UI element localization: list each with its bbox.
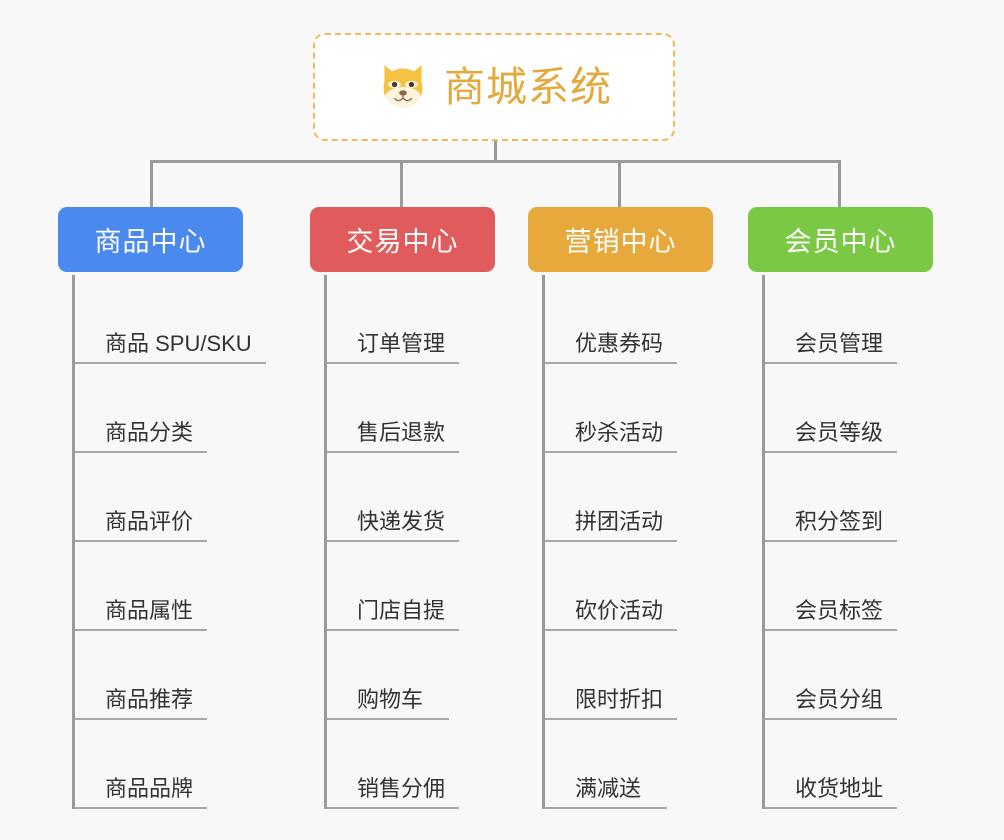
leaf-label: 砍价活动 xyxy=(545,598,678,631)
leaf-label: 商品分类 xyxy=(75,420,208,453)
leaf-label: 购物车 xyxy=(327,687,449,720)
list-item[interactable]: 商品 SPU/SKU xyxy=(75,275,278,364)
list-item[interactable]: 满减送 xyxy=(545,720,748,809)
list-item[interactable]: 会员等级 xyxy=(765,364,968,453)
leaf-label: 商品属性 xyxy=(75,598,208,631)
list-item[interactable]: 订单管理 xyxy=(327,275,530,364)
list-item[interactable]: 拼团活动 xyxy=(545,453,748,542)
leaf-label: 满减送 xyxy=(545,776,667,809)
leaf-label: 快递发货 xyxy=(327,509,460,542)
list-item[interactable]: 门店自提 xyxy=(327,542,530,631)
list-item[interactable]: 会员标签 xyxy=(765,542,968,631)
branch-leaf-list-1: 商品 SPU/SKU 商品分类 商品评价 商品属性 商品推荐 商品品牌 xyxy=(72,275,278,809)
list-item[interactable]: 会员分组 xyxy=(765,631,968,720)
list-item[interactable]: 优惠券码 xyxy=(545,275,748,364)
list-item[interactable]: 商品推荐 xyxy=(75,631,278,720)
branch-column-3: 营销中心 优惠券码 秒杀活动 拼团活动 砍价活动 限时折扣 满减送 xyxy=(528,207,748,809)
connector-drop-3 xyxy=(618,160,621,207)
leaf-label: 限时折扣 xyxy=(545,687,678,720)
shiba-dog-face-icon xyxy=(383,65,423,108)
list-item[interactable]: 会员管理 xyxy=(765,275,968,364)
leaf-label: 会员管理 xyxy=(765,331,898,364)
branch-header-3[interactable]: 营销中心 xyxy=(528,207,713,272)
list-item[interactable]: 收货地址 xyxy=(765,720,968,809)
leaf-label: 订单管理 xyxy=(327,331,460,364)
list-item[interactable]: 购物车 xyxy=(327,631,530,720)
leaf-label: 销售分佣 xyxy=(327,776,460,809)
list-item[interactable]: 销售分佣 xyxy=(327,720,530,809)
branch-header-2[interactable]: 交易中心 xyxy=(310,207,495,272)
list-item[interactable]: 商品品牌 xyxy=(75,720,278,809)
leaf-label: 秒杀活动 xyxy=(545,420,678,453)
leaf-label: 商品推荐 xyxy=(75,687,208,720)
connector-root-stem xyxy=(494,141,497,163)
list-item[interactable]: 商品分类 xyxy=(75,364,278,453)
branch-leaf-list-4: 会员管理 会员等级 积分签到 会员标签 会员分组 收货地址 xyxy=(762,275,968,809)
branch-leaf-list-3: 优惠券码 秒杀活动 拼团活动 砍价活动 限时折扣 满减送 xyxy=(542,275,748,809)
branch-header-4[interactable]: 会员中心 xyxy=(748,207,933,272)
branch-leaf-list-2: 订单管理 售后退款 快递发货 门店自提 购物车 销售分佣 xyxy=(324,275,530,809)
connector-drop-4 xyxy=(838,160,841,207)
leaf-label: 售后退款 xyxy=(327,420,460,453)
list-item[interactable]: 砍价活动 xyxy=(545,542,748,631)
list-item[interactable]: 商品评价 xyxy=(75,453,278,542)
leaf-label: 收货地址 xyxy=(765,776,898,809)
leaf-label: 商品品牌 xyxy=(75,776,208,809)
leaf-label: 会员等级 xyxy=(765,420,898,453)
list-item[interactable]: 商品属性 xyxy=(75,542,278,631)
connector-horizontal-bus xyxy=(150,160,841,163)
root-title: 商城系统 xyxy=(444,63,612,110)
connector-drop-2 xyxy=(400,160,403,207)
leaf-label: 会员分组 xyxy=(765,687,898,720)
branch-column-1: 商品中心 商品 SPU/SKU 商品分类 商品评价 商品属性 商品推荐 商品品牌 xyxy=(58,207,278,809)
leaf-label: 优惠券码 xyxy=(545,331,678,364)
leaf-label: 商品评价 xyxy=(75,509,208,542)
list-item[interactable]: 秒杀活动 xyxy=(545,364,748,453)
list-item[interactable]: 售后退款 xyxy=(327,364,530,453)
branch-column-2: 交易中心 订单管理 售后退款 快递发货 门店自提 购物车 销售分佣 xyxy=(310,207,530,809)
list-item[interactable]: 积分签到 xyxy=(765,453,968,542)
list-item[interactable]: 快递发货 xyxy=(327,453,530,542)
branch-header-1[interactable]: 商品中心 xyxy=(58,207,243,272)
leaf-label: 积分签到 xyxy=(765,509,898,542)
connector-drop-1 xyxy=(150,160,153,207)
leaf-label: 商品 SPU/SKU xyxy=(75,331,266,364)
leaf-label: 门店自提 xyxy=(327,598,460,631)
branch-column-4: 会员中心 会员管理 会员等级 积分签到 会员标签 会员分组 收货地址 xyxy=(748,207,968,809)
list-item[interactable]: 限时折扣 xyxy=(545,631,748,720)
root-node[interactable]: 商城系统 xyxy=(313,33,675,141)
leaf-label: 会员标签 xyxy=(765,598,898,631)
leaf-label: 拼团活动 xyxy=(545,509,678,542)
